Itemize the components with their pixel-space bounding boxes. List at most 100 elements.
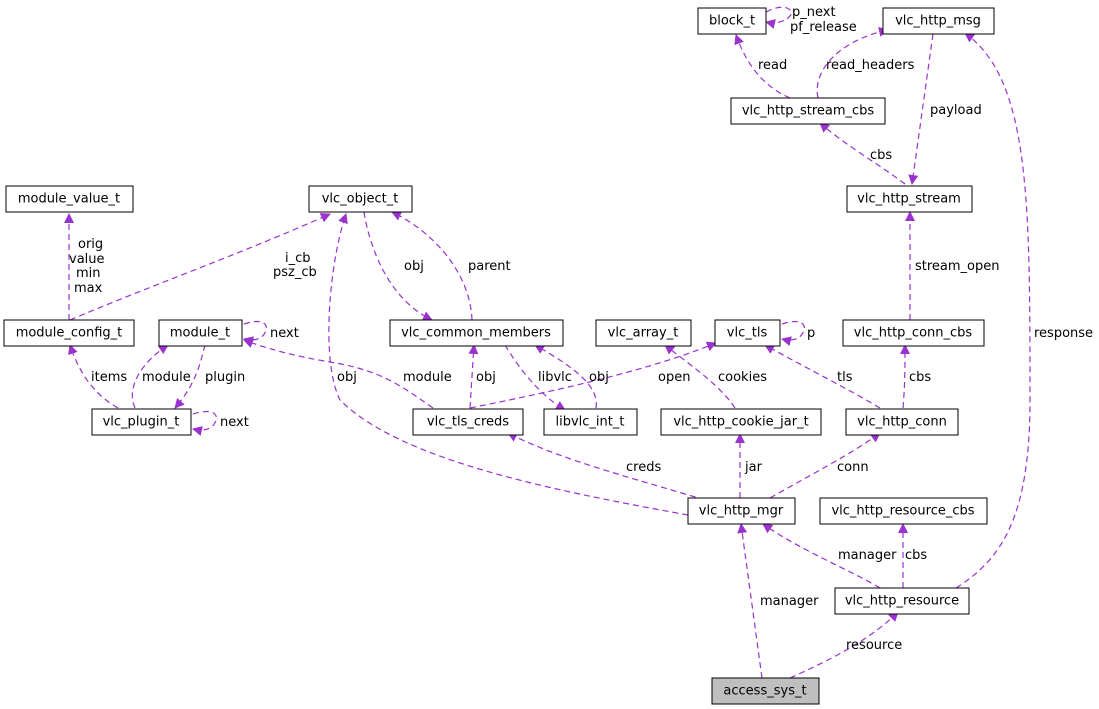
edge-config-object: [69, 213, 331, 321]
edge-label-jar: jar: [744, 460, 763, 475]
svg-text:module_t: module_t: [170, 326, 230, 341]
node-vlc-http-cookie-jar-t[interactable]: vlc_http_cookie_jar_t: [660, 408, 822, 436]
edge-parent: [391, 211, 473, 321]
node-libvlc-int-t[interactable]: libvlc_int_t: [543, 408, 638, 436]
edge-conn-cbs: [899, 344, 910, 409]
edge-label-resource: resource: [846, 638, 902, 653]
edge-label-next-plugin: next: [220, 415, 249, 430]
edge-label-cbs-res: cbs: [905, 548, 927, 563]
node-vlc-common-members[interactable]: vlc_common_members: [389, 319, 564, 347]
edge-libvlc-obj: [534, 344, 597, 409]
edge-label-items: items: [91, 370, 127, 385]
edge-items: [68, 344, 119, 409]
svg-text:block_t: block_t: [709, 14, 755, 29]
edge-label-tls: tls: [837, 370, 853, 385]
edge-payload: [908, 33, 934, 185]
svg-text:vlc_http_msg: vlc_http_msg: [895, 14, 981, 29]
edge-label-p-next: p_next: [792, 5, 836, 20]
node-vlc-http-stream[interactable]: vlc_http_stream: [846, 185, 973, 213]
edge-label-pf-release: pf_release: [790, 20, 857, 35]
node-vlc-http-conn-cbs[interactable]: vlc_http_conn_cbs: [842, 319, 985, 347]
edge-manager-acc: [737, 523, 763, 679]
edge-plugin-next: [192, 410, 217, 436]
edge-label-i-cb: i_cb: [285, 251, 311, 266]
svg-text:vlc_http_stream: vlc_http_stream: [857, 192, 961, 207]
node-module-t[interactable]: module_t: [158, 319, 243, 347]
edge-label-libvlc: libvlc: [538, 370, 572, 385]
svg-text:vlc_http_resource_cbs: vlc_http_resource_cbs: [831, 504, 974, 519]
svg-text:vlc_http_stream_cbs: vlc_http_stream_cbs: [742, 104, 875, 119]
node-vlc-tls[interactable]: vlc_tls: [714, 319, 781, 347]
edge-label-cookies: cookies: [718, 370, 767, 385]
svg-text:vlc_array_t: vlc_array_t: [608, 326, 679, 341]
node-vlc-http-conn[interactable]: vlc_http_conn: [845, 408, 959, 436]
node-access-sys-t[interactable]: access_sys_t: [711, 677, 820, 705]
edge-tls: [764, 344, 881, 409]
edge-label-module: module: [142, 370, 191, 385]
edge-label-conn: conn: [837, 460, 869, 475]
node-vlc-array-t[interactable]: vlc_array_t: [595, 319, 692, 347]
svg-text:vlc_tls: vlc_tls: [727, 326, 768, 341]
svg-text:vlc_http_mgr: vlc_http_mgr: [699, 504, 784, 519]
node-block-t[interactable]: block_t: [697, 7, 767, 35]
node-vlc-http-msg[interactable]: vlc_http_msg: [882, 7, 995, 35]
node-vlc-http-resource[interactable]: vlc_http_resource: [834, 587, 970, 615]
edge-label-cbs-stream: cbs: [870, 148, 892, 163]
edge-label-open: open: [658, 370, 690, 385]
svg-text:module_config_t: module_config_t: [16, 326, 123, 341]
edge-block-self: [765, 6, 792, 29]
edge-label-obj-mgr: obj: [337, 370, 357, 385]
edge-creds-obj: [468, 344, 479, 409]
edge-label-cbs-conn: cbs: [909, 370, 931, 385]
edge-conn: [769, 432, 881, 499]
edge-label-obj-cm: obj: [404, 259, 424, 274]
svg-text:vlc_http_conn_cbs: vlc_http_conn_cbs: [854, 326, 973, 341]
edge-resource: [789, 611, 899, 679]
edge-label-obj-libvlc: obj: [589, 370, 609, 385]
edge-read: [734, 34, 791, 99]
node-vlc-object-t[interactable]: vlc_object_t: [308, 185, 413, 213]
edge-open: [469, 341, 717, 409]
edge-label-read-headers: read_headers: [826, 58, 915, 73]
svg-text:libvlc_int_t: libvlc_int_t: [556, 415, 625, 430]
svg-text:access_sys_t: access_sys_t: [723, 684, 806, 699]
edge-label-parent: parent: [468, 259, 511, 274]
svg-text:vlc_tls_creds: vlc_tls_creds: [427, 415, 509, 430]
edge-label-payload: payload: [930, 103, 982, 118]
node-vlc-http-mgr[interactable]: vlc_http_mgr: [687, 497, 796, 525]
node-vlc-http-stream-cbs[interactable]: vlc_http_stream_cbs: [730, 97, 886, 125]
node-vlc-tls-creds[interactable]: vlc_tls_creds: [412, 408, 524, 436]
svg-text:vlc_object_t: vlc_object_t: [322, 192, 399, 207]
edge-label-orig: orig: [78, 237, 103, 252]
edge-label-next-module: next: [270, 326, 299, 341]
edge-module-next: [243, 320, 267, 347]
node-vlc-plugin-t[interactable]: vlc_plugin_t: [91, 408, 192, 436]
edge-label-max: max: [74, 281, 103, 296]
svg-text:vlc_http_cookie_jar_t: vlc_http_cookie_jar_t: [673, 415, 808, 430]
edge-cookies: [664, 344, 736, 409]
edge-obj-cm: [363, 211, 433, 321]
edge-creds-module: [243, 338, 434, 409]
edge-read-headers: [816, 26, 889, 99]
svg-text:vlc_plugin_t: vlc_plugin_t: [103, 415, 180, 430]
edge-label-stream-open: stream_open: [915, 259, 1000, 274]
edge-label-module-creds: module: [403, 370, 452, 385]
edge-label-plugin: plugin: [205, 370, 245, 385]
edge-label-read: read: [758, 58, 787, 73]
edge-cbs-stream: [819, 122, 906, 185]
svg-text:vlc_http_resource: vlc_http_resource: [845, 594, 959, 609]
edge-tls-p: [781, 320, 805, 347]
edge-label-manager-acc: manager: [760, 594, 819, 609]
edge-label-value: value: [69, 252, 105, 267]
edge-label-manager-res: manager: [838, 548, 897, 563]
edge-plugin-module: [174, 344, 206, 409]
node-vlc-http-resource-cbs[interactable]: vlc_http_resource_cbs: [819, 497, 988, 525]
node-module-config-t[interactable]: module_config_t: [3, 319, 135, 347]
edge-label-response: response: [1034, 326, 1093, 341]
edge-label-psz-cb: psz_cb: [273, 265, 317, 280]
node-module-value-t[interactable]: module_value_t: [5, 185, 134, 213]
svg-text:module_value_t: module_value_t: [18, 192, 120, 207]
edge-libvlc: [504, 344, 566, 411]
edge-label-p-tls: p: [807, 326, 815, 341]
